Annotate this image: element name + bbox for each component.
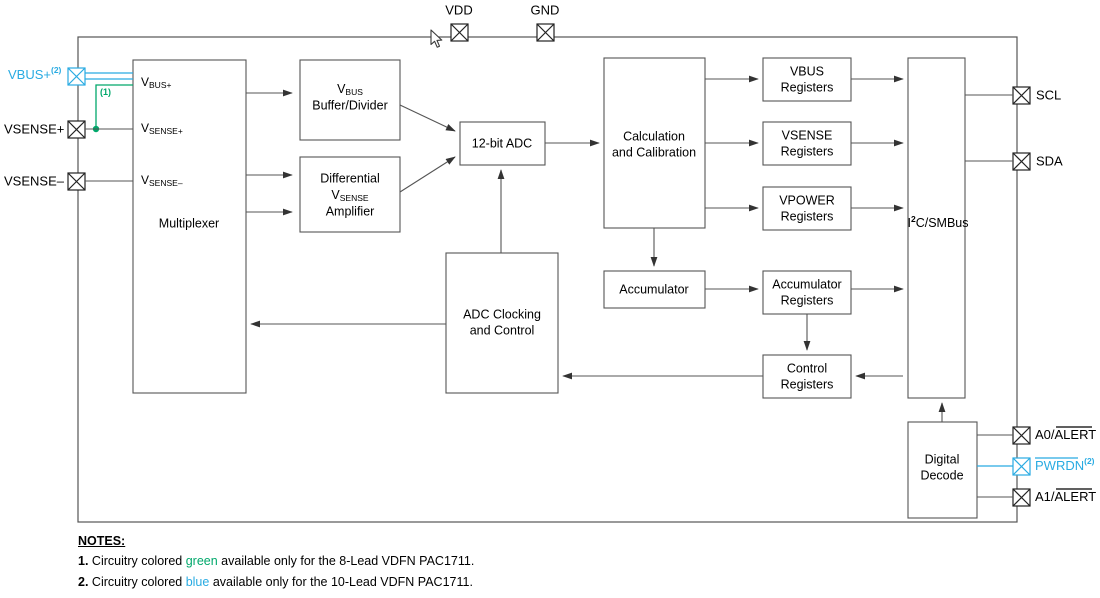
pin-label-vbus-plus: VBUS+(2) (8, 65, 62, 82)
pin-scl[interactable] (1012, 86, 1031, 105)
svg-text:Decode: Decode (920, 468, 963, 482)
pin-label-scl: SCL (1036, 87, 1061, 102)
label-accumulator-registers: Accumulator Registers (772, 277, 841, 307)
pin-gnd[interactable] (536, 23, 555, 42)
pin-label-pwrdn: PWRDN(2) (1035, 456, 1095, 473)
pin-a1-alert[interactable] (1012, 488, 1031, 507)
block-calculation-and-calibration (603, 57, 706, 229)
mux-port-vsense-minus: VSENSE– (141, 173, 183, 188)
svg-text:Differential: Differential (320, 171, 380, 185)
label-i2c-smbus: I2C/SMBus (907, 214, 968, 230)
notes-section: NOTES: 1. Circuitry colored green availa… (78, 534, 978, 595)
block-digital-decode (907, 421, 978, 519)
note-text-pre-2: Circuitry colored (91, 574, 186, 589)
label-calculation-and-calibration: Calculation and Calibration (612, 129, 696, 159)
block-differential-vsense-amplifier (299, 156, 401, 233)
label-adc-clocking-and-control: ADC Clocking and Control (463, 307, 541, 337)
pin-label-sda: SDA (1036, 153, 1063, 168)
note-color-word-2: blue (185, 574, 210, 589)
block-i2c-smbus (907, 57, 966, 399)
svg-text:Buffer/Divider: Buffer/Divider (312, 98, 388, 112)
mux-port-vbus-plus: VBUS+ (141, 75, 171, 90)
label-vbus-buffer-divider: VBUS Buffer/Divider (312, 82, 388, 112)
svg-text:Registers: Registers (781, 209, 834, 223)
wire-diffamp-to-adc (399, 156, 456, 193)
label-control-registers: Control Registers (781, 361, 834, 391)
svg-text:Registers: Registers (781, 377, 834, 391)
note-text-post-2: available only for the 10-Lead VDFN PAC1… (209, 574, 473, 589)
svg-text:VBUS: VBUS (790, 64, 824, 78)
block-vbus-registers (762, 57, 852, 102)
pin-vdd[interactable] (450, 23, 469, 42)
block-vpower-registers (762, 186, 852, 231)
svg-text:VPOWER: VPOWER (779, 193, 835, 207)
svg-text:VBUS: VBUS (337, 82, 363, 97)
pin-vsense-plus[interactable] (67, 120, 86, 139)
block-accumulator (603, 270, 706, 309)
block-adc-clocking-and-control (445, 252, 559, 394)
svg-text:Registers: Registers (781, 293, 834, 307)
svg-text:Digital: Digital (925, 452, 960, 466)
wire-green-note1 (95, 84, 133, 129)
notes-title: NOTES: (78, 534, 126, 548)
svg-text:Accumulator: Accumulator (772, 277, 841, 291)
note-number-1: 1. (78, 554, 89, 568)
pin-label-vsense-minus: VSENSE– (4, 173, 65, 188)
block-adc (459, 121, 546, 166)
pin-pwrdn[interactable] (1012, 457, 1031, 476)
svg-text:and Control: and Control (470, 323, 535, 337)
note-item-2: 2. Circuitry colored blue available only… (78, 575, 978, 591)
label-vpower-registers: VPOWER Registers (779, 193, 835, 223)
svg-text:Registers: Registers (781, 80, 834, 94)
annotation-note-1-marker: (1) (100, 87, 111, 97)
label-adc: 12-bit ADC (472, 136, 532, 150)
label-vbus-registers: VBUS Registers (781, 64, 834, 94)
svg-text:ADC Clocking: ADC Clocking (463, 307, 541, 321)
note-text-post-1: available only for the 8-Lead VDFN PAC17… (217, 554, 475, 568)
svg-text:Registers: Registers (781, 144, 834, 158)
svg-text:VSENSE: VSENSE (782, 128, 833, 142)
svg-text:Control: Control (787, 361, 827, 375)
pin-label-a0-alert: A0/ALERT (1035, 427, 1096, 442)
pin-vbus-plus[interactable] (67, 67, 86, 86)
block-vsense-registers (762, 121, 852, 166)
block-vbus-buffer-divider (299, 59, 401, 141)
pin-label-vdd: VDD (445, 2, 472, 17)
svg-text:VSENSE: VSENSE (331, 188, 368, 203)
label-digital-decode: Digital Decode (920, 452, 963, 482)
pin-label-vsense-plus: VSENSE+ (4, 121, 64, 136)
pin-a0-alert[interactable] (1012, 426, 1031, 445)
pin-sda[interactable] (1012, 152, 1031, 171)
svg-text:Calculation: Calculation (623, 129, 685, 143)
wire-vbus-buffer-to-adc (399, 104, 456, 132)
pin-label-a1-alert: A1/ALERT (1035, 489, 1096, 504)
block-multiplexer (132, 59, 247, 394)
pin-vsense-minus[interactable] (67, 172, 86, 191)
svg-text:Amplifier: Amplifier (326, 204, 375, 218)
note-item-1: 1. Circuitry colored green available onl… (78, 554, 978, 570)
label-accumulator: Accumulator (619, 282, 688, 296)
label-multiplexer: Multiplexer (159, 216, 219, 230)
label-vsense-registers: VSENSE Registers (781, 128, 834, 158)
note-text-pre-1: Circuitry colored (91, 554, 186, 568)
block-control-registers (762, 354, 852, 399)
block-accumulator-registers (762, 270, 852, 315)
mux-port-vsense-plus: VSENSE+ (141, 121, 183, 136)
note-number-2: 2. (78, 574, 89, 589)
svg-text:and Calibration: and Calibration (612, 145, 696, 159)
label-differential-vsense-amplifier: Differential VSENSE Amplifier (320, 171, 380, 218)
note-color-word-1: green (185, 554, 218, 568)
pin-label-gnd: GND (531, 2, 560, 17)
